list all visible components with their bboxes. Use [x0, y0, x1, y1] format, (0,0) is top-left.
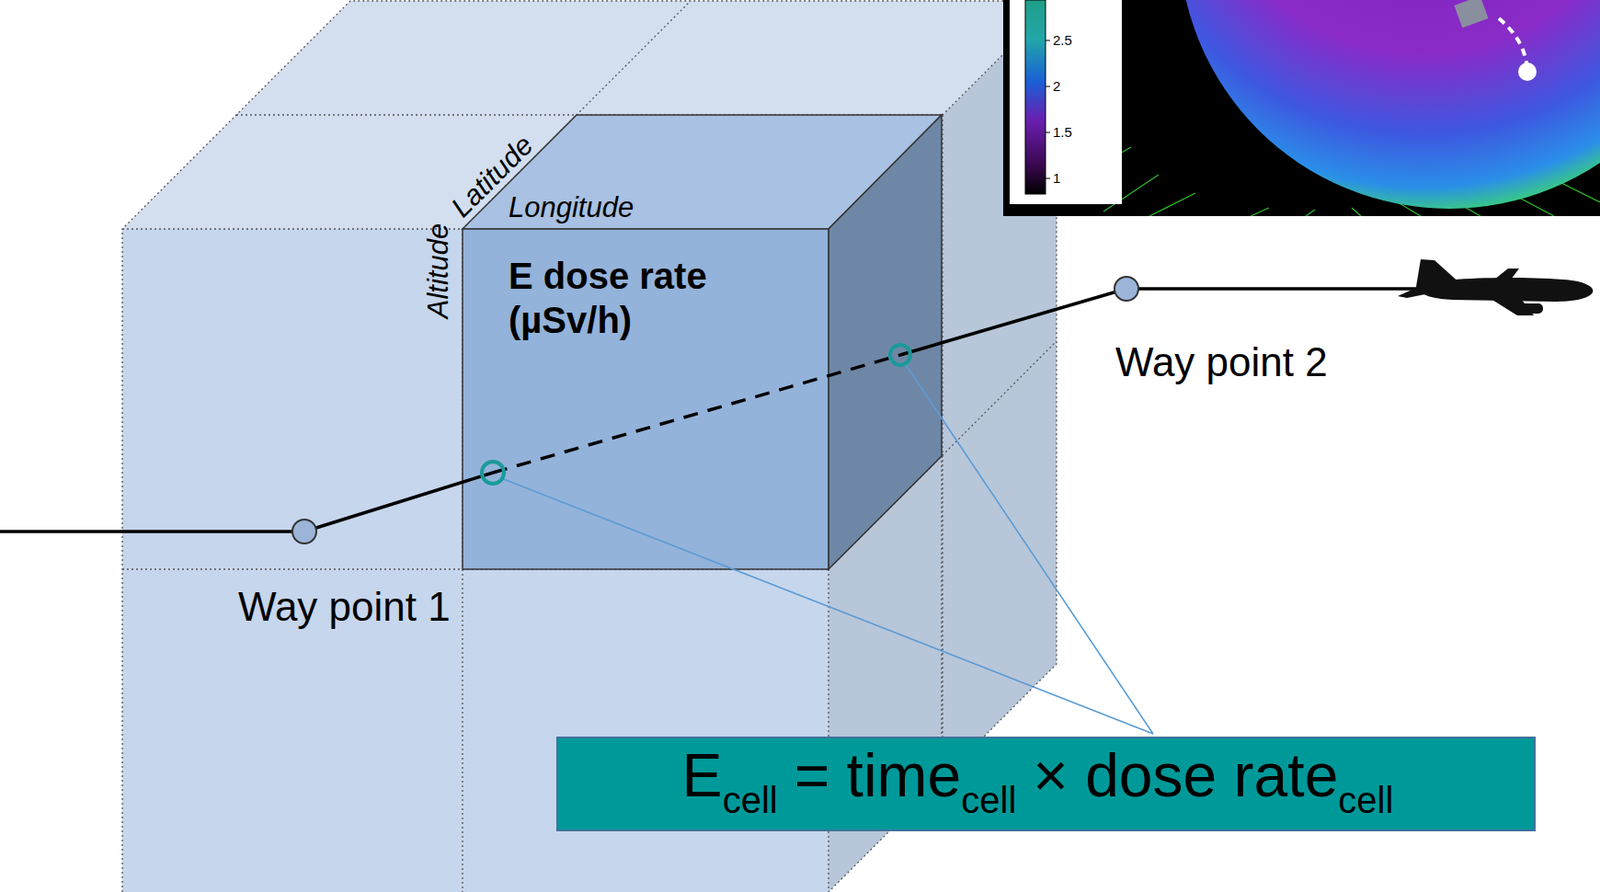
formula-subscript: cell — [722, 779, 778, 821]
formula-box: Ecell= timecell× dose ratecell — [556, 736, 1536, 832]
waypoint-label: Way point 2 — [1115, 342, 1328, 383]
formula-subscript: cell — [960, 779, 1017, 821]
formula-row: Ecell= timecell× dose ratecell — [682, 740, 1411, 822]
airplane-icon — [1397, 259, 1593, 316]
axis-label: Longitude — [508, 193, 634, 222]
leader-line — [501, 363, 1154, 734]
waypoint-dot — [1114, 276, 1139, 301]
colorbar-tick: 2.5 — [1052, 33, 1073, 47]
formula-term: E — [682, 741, 723, 810]
globe-inset — [1003, 0, 1600, 217]
colorbar-tick: 1.5 — [1052, 125, 1073, 139]
axis-label: Altitude — [424, 222, 454, 318]
exit-point — [890, 344, 911, 366]
formula-term: × dose rate — [1032, 741, 1338, 810]
colorbar-tick: 1 — [1052, 171, 1061, 185]
waypoint-dot — [292, 519, 317, 544]
grid-front — [122, 228, 829, 892]
formula-subscript: cell — [1337, 779, 1394, 821]
flight-path — [0, 288, 1426, 532]
formula-term: = time — [794, 741, 962, 810]
entry-point — [481, 461, 504, 484]
waypoint-label: Way point 1 — [238, 586, 451, 628]
dose-rate-cell: E dose rate (µSv/h) — [462, 228, 829, 570]
cell-text: E dose rate (µSv/h) — [508, 253, 785, 343]
colorbar-tick: 2 — [1052, 79, 1061, 93]
cell-cube — [462, 114, 942, 570]
